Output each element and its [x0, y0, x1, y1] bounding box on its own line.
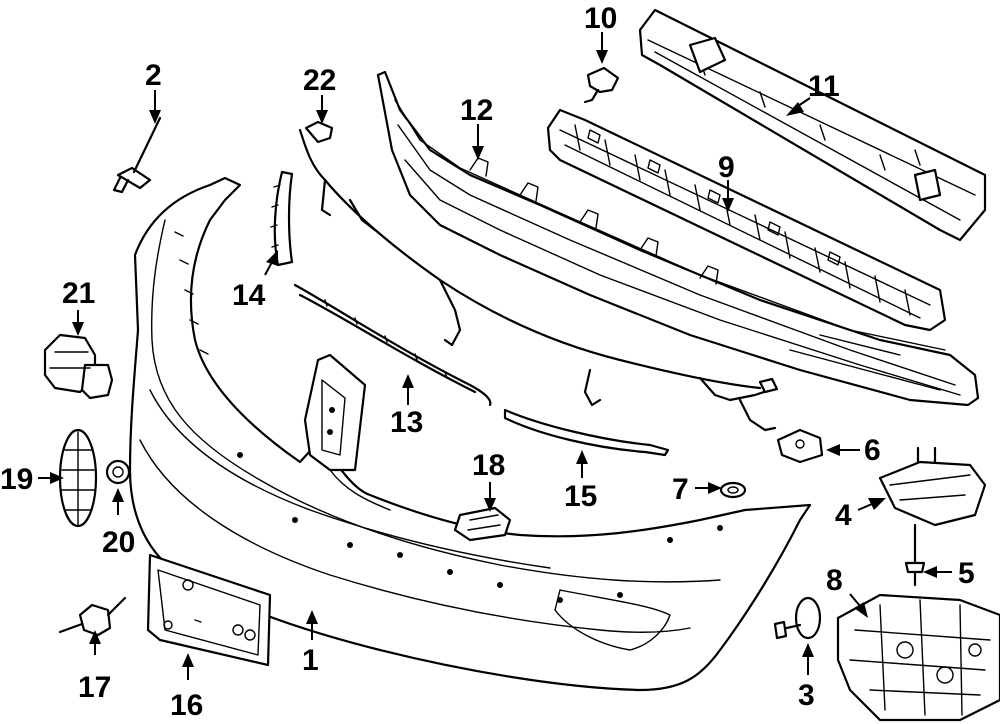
leader-lines	[38, 32, 952, 680]
callout-4: 4	[835, 499, 852, 532]
callout-16: 16	[170, 689, 203, 722]
part-emblem	[58, 428, 98, 528]
part-center-bracket	[303, 353, 367, 472]
part-push-pin	[112, 116, 162, 194]
part-clip-10	[583, 66, 620, 104]
part-parking-sensor	[43, 333, 114, 400]
part-rivet-3	[773, 596, 822, 640]
part-clip-18	[453, 506, 512, 542]
part-license-bracket	[146, 553, 272, 667]
part-screw-5	[904, 523, 926, 587]
callout-labels: 2 22 10 11 12 9 14 21 13 15 18 6 7 4 5 8…	[0, 2, 975, 722]
callout-15: 15	[564, 480, 597, 513]
callout-8: 8	[826, 564, 843, 597]
part-lower-molding	[293, 283, 492, 407]
part-grommet-20	[105, 459, 131, 485]
callout-9: 9	[718, 151, 735, 184]
callout-11: 11	[808, 70, 840, 103]
callout-3: 3	[798, 679, 815, 712]
part-lower-bracket	[836, 593, 1000, 722]
part-trim-strip-lower	[503, 408, 670, 457]
part-energy-absorber	[546, 108, 947, 332]
callout-22: 22	[303, 64, 336, 97]
part-reinforcement-beam	[638, 8, 987, 242]
bumper-sensor-holes	[237, 452, 723, 603]
callout-5: 5	[958, 557, 975, 590]
callout-19: 19	[0, 463, 33, 496]
callout-21: 21	[62, 277, 95, 310]
callout-1: 1	[302, 644, 319, 677]
callout-18: 18	[472, 449, 505, 482]
callout-10: 10	[584, 2, 617, 35]
callout-12: 12	[460, 94, 493, 127]
part-bracket-6	[776, 428, 824, 464]
callout-2: 2	[145, 59, 162, 92]
callout-14: 14	[232, 279, 266, 312]
callout-20: 20	[102, 526, 135, 559]
callout-13: 13	[390, 406, 423, 439]
part-side-bracket	[878, 446, 987, 527]
part-wiring-harness	[298, 120, 779, 432]
part-bumper-cover	[128, 176, 812, 692]
callout-17: 17	[78, 671, 111, 704]
part-bolt-17	[58, 596, 127, 637]
part-lower-support	[376, 70, 980, 407]
callout-6: 6	[864, 434, 881, 467]
part-trim-strip	[270, 170, 294, 267]
callout-7: 7	[672, 473, 689, 506]
part-grommet-7	[719, 481, 747, 499]
